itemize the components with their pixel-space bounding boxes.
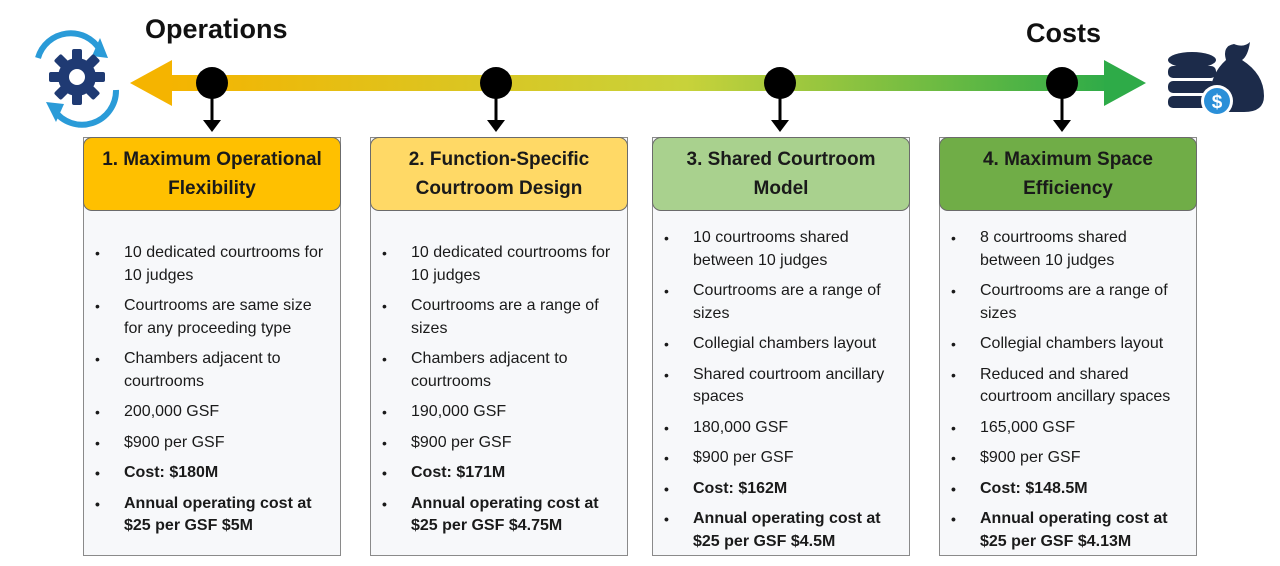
card-title: 4. Maximum Space Efficiency	[939, 137, 1197, 211]
list-item: Courtrooms are a range of sizes	[940, 280, 1196, 325]
operations-costs-arrow	[130, 60, 1146, 106]
list-item: Collegial chambers layout	[940, 333, 1196, 356]
list-item: Cost: $180M	[84, 462, 340, 485]
list-item: Annual operating cost at $25 per GSF $5M	[84, 493, 340, 538]
list-item: 10 dedicated courtrooms for 10 judges	[84, 242, 340, 287]
card-shared-courtroom-model: 3. Shared Courtroom Model 10 courtrooms …	[652, 137, 910, 556]
list-item: Shared courtroom ancillary spaces	[653, 364, 909, 409]
list-item: Chambers adjacent to courtrooms	[371, 348, 627, 393]
list-item: Annual operating cost at $25 per GSF $4.…	[653, 508, 909, 553]
list-item: Annual operating cost at $25 per GSF $4.…	[940, 508, 1196, 553]
marker-4	[1046, 67, 1078, 132]
card-function-specific-courtroom-design: 2. Function-Specific Courtroom Design 10…	[370, 137, 628, 556]
money-stack-bag-icon: $	[1168, 42, 1264, 117]
card-bullet-list: 10 dedicated courtrooms for 10 judges Co…	[84, 242, 340, 546]
svg-text:$: $	[1212, 92, 1223, 113]
list-item: Cost: $171M	[371, 462, 627, 485]
list-item: 10 courtrooms shared between 10 judges	[653, 227, 909, 272]
list-item: Reduced and shared courtroom ancillary s…	[940, 364, 1196, 409]
list-item: Cost: $148.5M	[940, 478, 1196, 501]
list-item: Chambers adjacent to courtrooms	[84, 348, 340, 393]
list-item: 8 courtrooms shared between 10 judges	[940, 227, 1196, 272]
marker-2	[480, 67, 512, 132]
list-item: Collegial chambers layout	[653, 333, 909, 356]
card-bullet-list: 10 dedicated courtrooms for 10 judges Co…	[371, 242, 627, 546]
operations-label: Operations	[145, 14, 288, 44]
card-title: 3. Shared Courtroom Model	[652, 137, 910, 211]
card-maximum-space-efficiency: 4. Maximum Space Efficiency 8 courtrooms…	[939, 137, 1197, 556]
list-item: $900 per GSF	[371, 432, 627, 455]
list-item: 180,000 GSF	[653, 417, 909, 440]
list-item: 10 dedicated courtrooms for 10 judges	[371, 242, 627, 287]
marker-1	[196, 67, 228, 132]
list-item: 165,000 GSF	[940, 417, 1196, 440]
list-item: Annual operating cost at $25 per GSF $4.…	[371, 493, 627, 538]
costs-label: Costs	[1026, 18, 1102, 48]
card-title: 2. Function-Specific Courtroom Design	[370, 137, 628, 211]
list-item: Cost: $162M	[653, 478, 909, 501]
list-item: $900 per GSF	[653, 447, 909, 470]
card-maximum-operational-flexibility: 1. Maximum Operational Flexibility 10 de…	[83, 137, 341, 556]
list-item: Courtrooms are a range of sizes	[371, 295, 627, 340]
list-item: $900 per GSF	[84, 432, 340, 455]
list-item: 190,000 GSF	[371, 401, 627, 424]
card-title: 1. Maximum Operational Flexibility	[83, 137, 341, 211]
marker-3	[764, 67, 796, 132]
card-bullet-list: 10 courtrooms shared between 10 judges C…	[653, 227, 909, 561]
card-bullet-list: 8 courtrooms shared between 10 judges Co…	[940, 227, 1196, 561]
gear-cycle-icon	[35, 30, 120, 128]
list-item: 200,000 GSF	[84, 401, 340, 424]
list-item: Courtrooms are same size for any proceed…	[84, 295, 340, 340]
list-item: $900 per GSF	[940, 447, 1196, 470]
list-item: Courtrooms are a range of sizes	[653, 280, 909, 325]
